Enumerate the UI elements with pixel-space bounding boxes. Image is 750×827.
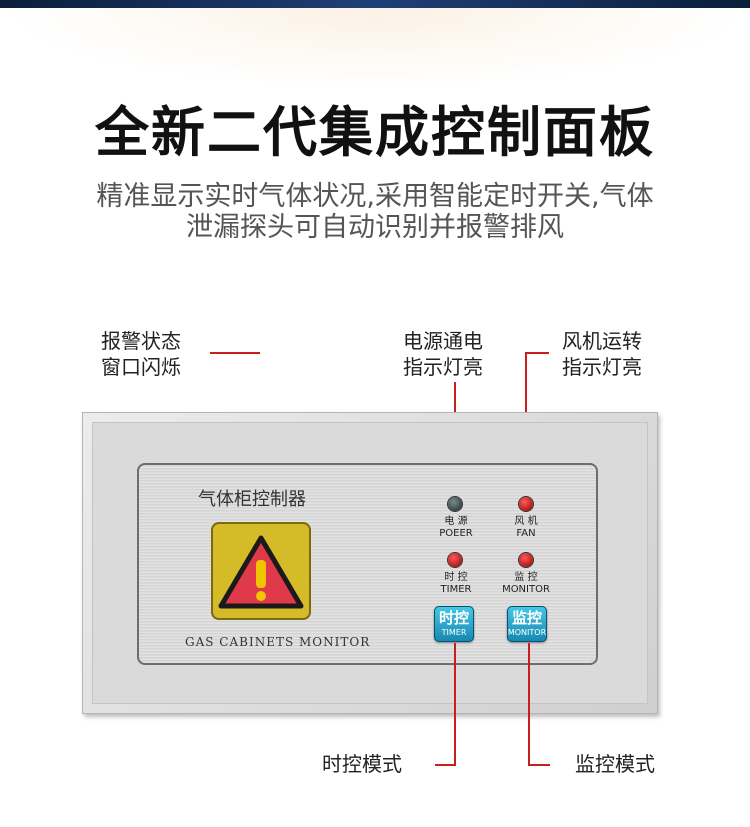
monitor-label-en: MONITOR: [502, 584, 550, 595]
timer-mode-button[interactable]: 时控 TIMER: [434, 606, 474, 642]
timer-button-label-cn: 时控: [438, 609, 469, 627]
fan-label-cn: 风 机: [514, 516, 538, 527]
subtitle-line-1: 精准显示实时气体状况,采用智能定时开关,气体: [96, 181, 654, 212]
timer-indicator-label: 时 控 TIMER: [421, 572, 491, 596]
panel-title: 气体柜控制器: [198, 489, 306, 510]
panel-subtitle: GAS CABINETS MONITOR: [185, 635, 371, 649]
fan-label-en: FAN: [516, 528, 536, 539]
monitor-label-cn: 监 控: [514, 572, 538, 583]
power-indicator-label: 电 源 POEER: [421, 516, 491, 540]
callout-fan: 风机运转 指示灯亮: [562, 328, 642, 380]
callout-fan-line-2: 指示灯亮: [562, 355, 642, 379]
monitor-mode-button[interactable]: 监控 MONITOR: [507, 606, 547, 642]
callout-monitor-leader: [528, 643, 530, 765]
timer-label-cn: 时 控: [444, 572, 468, 583]
power-label-cn: 电 源: [444, 516, 468, 527]
callout-power-line-2: 指示灯亮: [403, 355, 483, 379]
top-decorative-band: [0, 0, 750, 8]
callout-alarm: 报警状态 窗口闪烁: [101, 328, 181, 380]
subtitle-line-2: 泄漏探头可自动识别并报警排风: [186, 212, 564, 243]
timer-indicator-led: [448, 553, 462, 567]
callout-timer-leader: [454, 643, 456, 765]
timer-button-label-en: TIMER: [441, 628, 467, 637]
callout-alarm-line: [210, 352, 260, 354]
callout-fan-line-1: 风机运转: [562, 329, 642, 353]
page-title: 全新二代集成控制面板: [95, 101, 655, 164]
callout-monitor-hline: [528, 764, 550, 766]
monitor-button-label-en: MONITOR: [507, 628, 547, 637]
header-glow: [0, 8, 750, 88]
fan-indicator-label: 风 机 FAN: [491, 516, 561, 540]
callout-timer-mode: 时控模式: [322, 752, 402, 776]
callout-alarm-line-1: 报警状态: [101, 329, 181, 353]
power-label-en: POEER: [439, 528, 473, 539]
monitor-indicator-led: [519, 553, 533, 567]
callout-timer-hline: [435, 764, 456, 766]
warning-triangle-icon: [218, 535, 304, 609]
timer-label-en: TIMER: [440, 584, 472, 595]
callout-fan-hline: [525, 352, 549, 354]
power-indicator-led: [448, 497, 462, 511]
alarm-window: [211, 522, 311, 620]
callout-power-line-1: 电源通电: [403, 329, 483, 353]
callout-power: 电源通电 指示灯亮: [403, 328, 483, 380]
callout-alarm-line-2: 窗口闪烁: [101, 355, 181, 379]
monitor-button-label-cn: 监控: [511, 609, 542, 627]
monitor-indicator-label: 监 控 MONITOR: [491, 572, 561, 596]
fan-indicator-led: [519, 497, 533, 511]
callout-monitor-mode: 监控模式: [575, 752, 655, 776]
